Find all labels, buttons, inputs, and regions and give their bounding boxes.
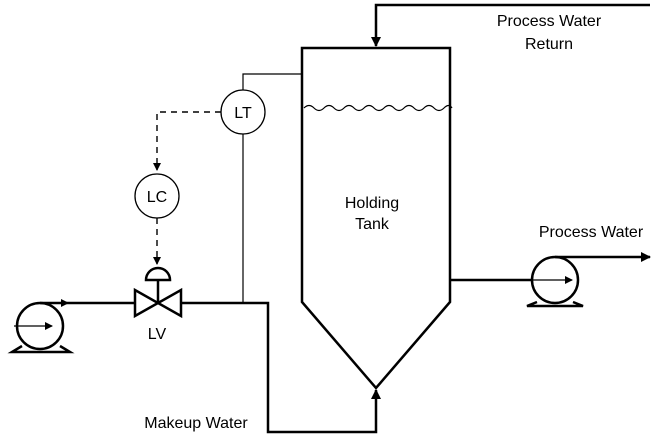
tank-label-line2: Tank (355, 216, 390, 233)
level-control-valve: LV (133, 266, 183, 343)
return-label-line2: Return (525, 36, 573, 53)
control-valve-icon (144, 266, 172, 282)
level-controller-tag: LC (147, 189, 167, 206)
makeup-water-line: LV Makeup Water (7, 266, 381, 434)
tank-label-line1: Holding (345, 195, 399, 212)
liquid-level-icon (303, 104, 453, 112)
level-transmitter-tag: LT (234, 105, 252, 122)
makeup-water-label: Makeup Water (144, 415, 248, 432)
return-label-line1: Process Water (497, 13, 602, 30)
process-water-outlet: Process Water (450, 224, 651, 308)
process-water-pump (526, 252, 651, 308)
process-water-return-line: Process Water Return (371, 3, 650, 53)
makeup-water-pump (7, 301, 75, 354)
level-instrumentation: LT LC (134, 73, 302, 303)
valve-tag: LV (148, 326, 167, 343)
process-water-label: Process Water (539, 224, 644, 241)
holding-tank: Holding Tank (300, 46, 453, 390)
